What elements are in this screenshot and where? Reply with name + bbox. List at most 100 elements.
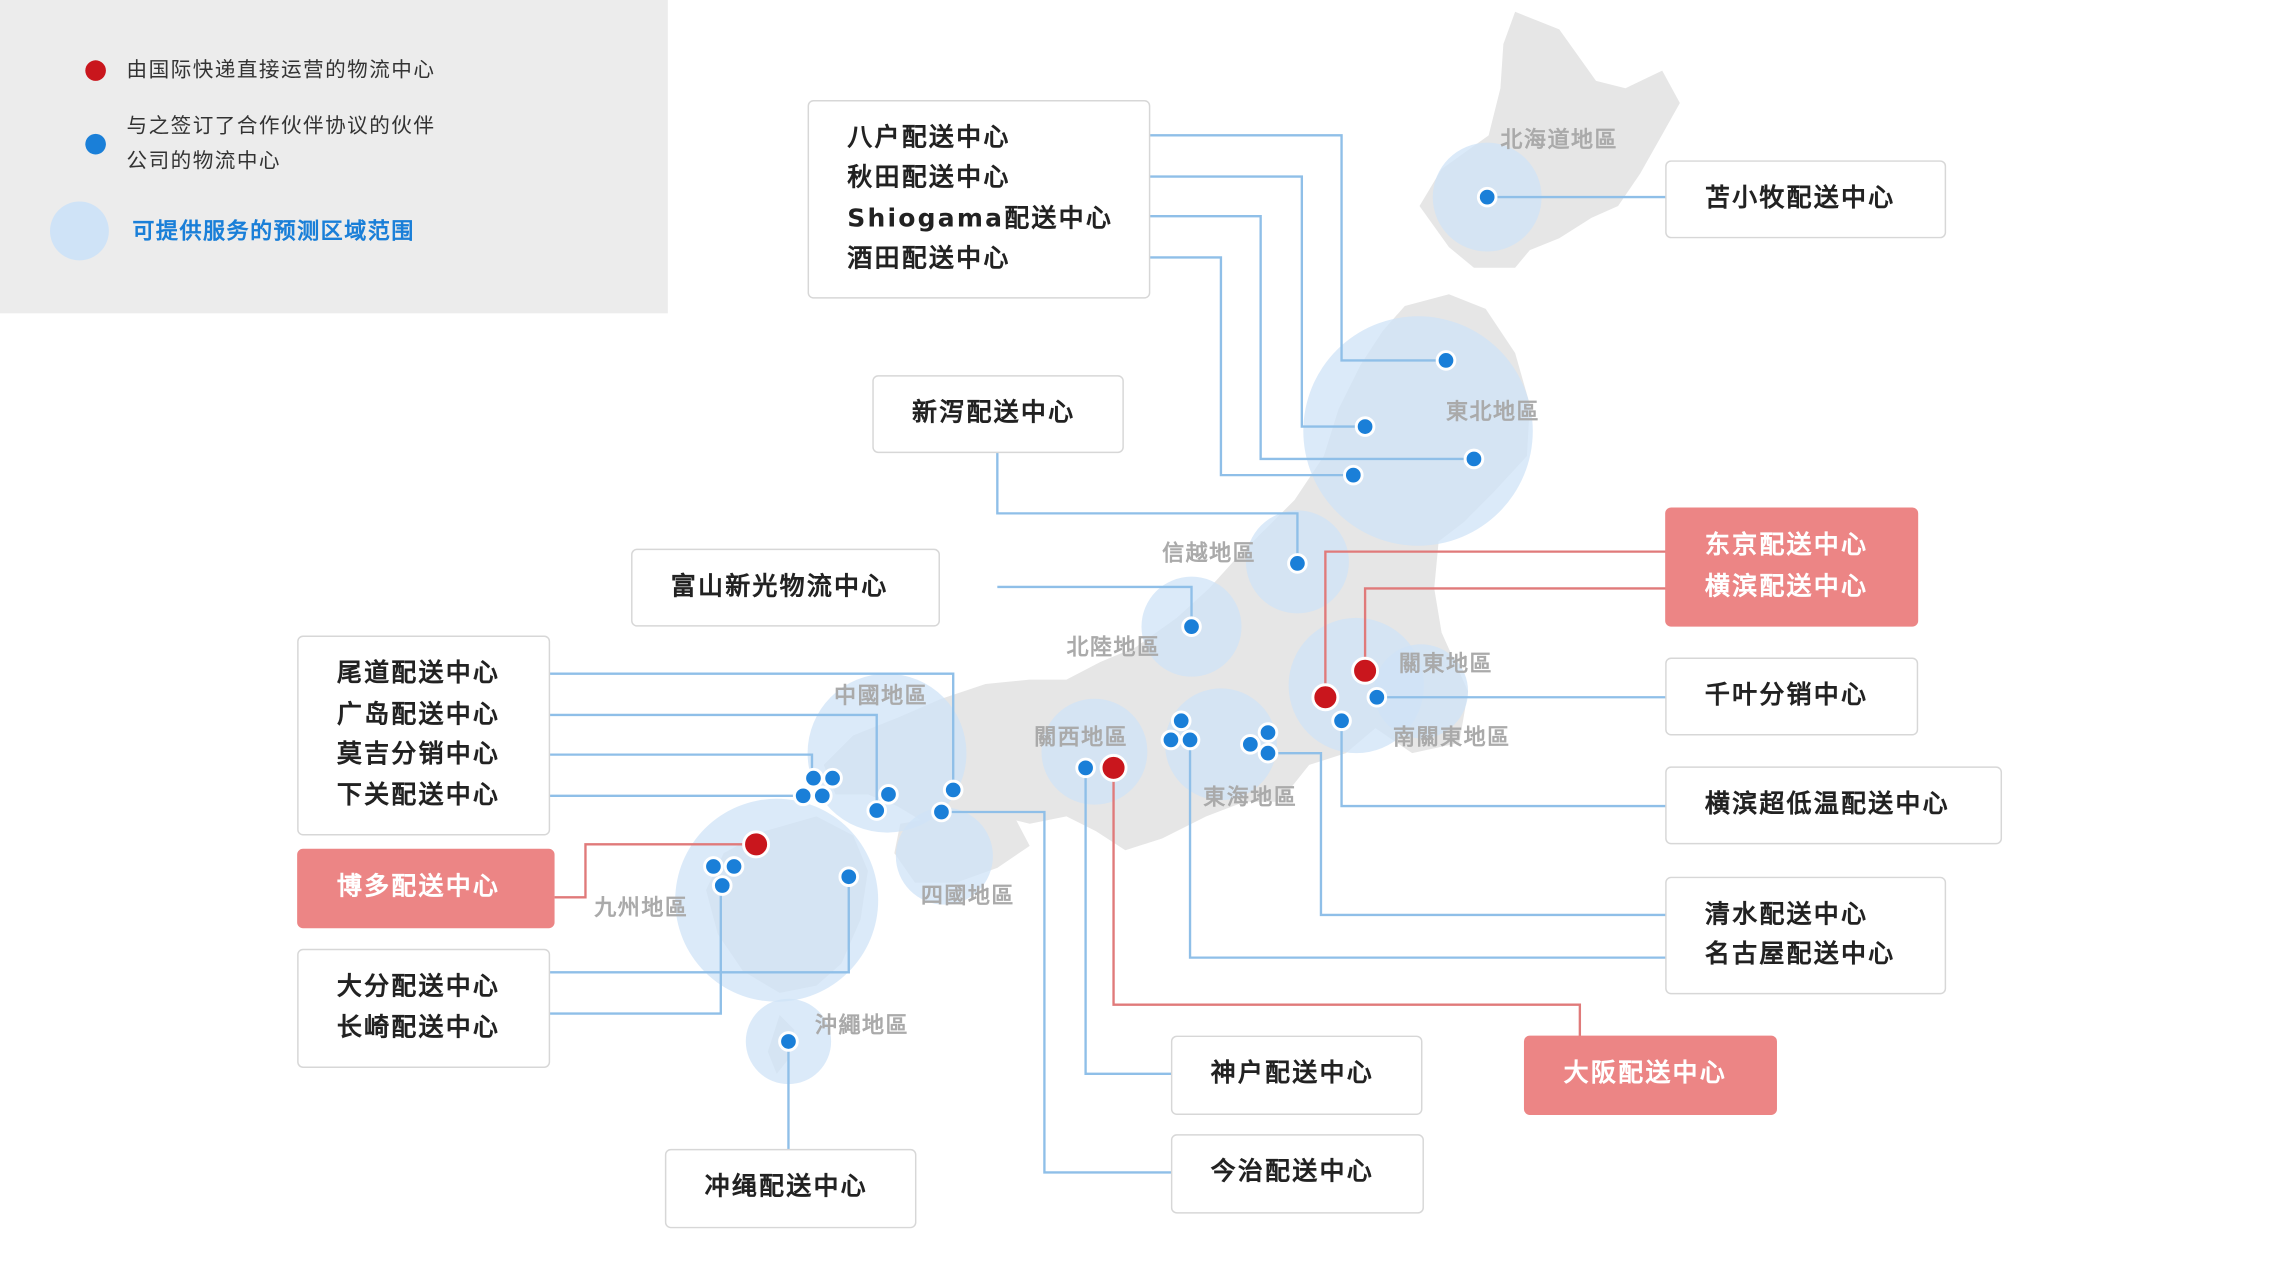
partner-dot (1435, 350, 1457, 371)
red-dot-icon (85, 60, 106, 81)
partner-dot (1075, 757, 1096, 779)
partner-dot (1463, 448, 1485, 470)
callout-tohoku-centers: 八户配送中心 秋田配送中心 Shiogama配送中心 酒田配送中心 (807, 100, 1151, 299)
region-label-okinawa: 沖繩地區 (815, 1013, 909, 1039)
center-name: 苫小牧配送中心 (1704, 183, 1896, 213)
callout-imabari: 今治配送中心 (1170, 1134, 1424, 1214)
connector-tokyo (1324, 550, 1667, 698)
partner-dot (1160, 729, 1182, 751)
partner-dot (822, 767, 843, 789)
center-name: 东京配送中心 (1704, 531, 1869, 561)
connector-lines-blue (548, 134, 1667, 1174)
callout-niigata: 新泻配送中心 (872, 375, 1124, 454)
range-circle-tokai (1165, 688, 1277, 801)
center-name: 尾道配送中心 (336, 659, 501, 689)
callout-yokohama-cold: 横滨超低温配送中心 (1665, 766, 2003, 845)
legend-direct: 由国际快递直接运营的物流中心 (85, 53, 435, 88)
region-label-kanto: 關東地區 (1399, 651, 1493, 677)
region-label-tokai: 東海地區 (1203, 785, 1297, 811)
connector-niigata (996, 451, 1299, 564)
callout-kyushu-centers: 大分配送中心 长崎配送中心 (297, 948, 551, 1068)
region-label-hokuriku: 北陸地區 (1066, 635, 1160, 661)
callout-chugoku-centers: 尾道配送中心 广岛配送中心 莫吉分销中心 下关配送中心 (297, 635, 551, 836)
connector-mogi (548, 753, 814, 779)
partner-dot (723, 856, 745, 877)
callout-shimizu-nagoya: 清水配送中心 名古屋配送中心 (1665, 876, 1947, 995)
direct-dot-tokyo (1311, 683, 1340, 712)
center-name: 富山新光物流中心 (670, 571, 889, 602)
legend-partner-label: 与之签订了合作伙伴协议的伙伴 公司的物流中心 (127, 109, 436, 180)
connector-shimizu (1268, 751, 1667, 917)
range-circle-tohoku (1303, 316, 1533, 546)
region-label-shinetsu: 信越地區 (1162, 540, 1256, 566)
partner-dot (811, 785, 833, 807)
region-label-kyushu: 九州地區 (593, 896, 688, 921)
region-label-kansai: 關西地區 (1034, 725, 1128, 750)
callout-tokyo-yokohama: 东京配送中心 横滨配送中心 (1665, 507, 1919, 627)
center-name: 清水配送中心 (1704, 899, 1869, 929)
connector-hiroshima (548, 713, 878, 811)
center-name: 大阪配送中心 (1563, 1059, 1727, 1089)
connector-lines-red (554, 550, 1667, 1039)
legend-range: 可提供服务的预测区域范围 (50, 201, 415, 261)
blue-dot-icon (85, 133, 106, 155)
partner-dot (878, 784, 899, 805)
partner-dot (1170, 710, 1192, 732)
legend-direct-label: 由国际快递直接运营的物流中心 (126, 58, 436, 83)
direct-dot-yokohama (1351, 656, 1380, 685)
center-name: 冲绳配送中心 (704, 1172, 868, 1203)
callout-chiba: 千叶分销中心 (1665, 657, 1919, 736)
region-label-tohoku: 東北地區 (1446, 399, 1540, 425)
partner-dot (1354, 416, 1376, 437)
connector-shiogama (1148, 215, 1474, 461)
range-circle-kansai (1041, 698, 1148, 805)
callout-tomakomai: 苫小牧配送中心 (1665, 160, 1947, 239)
partner-dot (1240, 734, 1261, 755)
direct-dot-hakata (742, 830, 771, 859)
region-label-minami-kanto: 南關東地區 (1393, 724, 1511, 750)
connector-toyama (997, 585, 1193, 627)
partner-dot (1287, 553, 1308, 574)
region-label-shikoku: 四國地區 (921, 884, 1015, 909)
center-name: 莫吉分销中心 (336, 739, 501, 770)
legend-partner-line1: 与之签订了合作伙伴协议的伙伴 (126, 114, 436, 139)
region-label-hokkaido: 北海道地區 (1500, 127, 1618, 153)
center-name: 下关配送中心 (336, 780, 501, 810)
center-name: 酒田配送中心 (847, 244, 1011, 274)
range-circle-chugoku (807, 673, 967, 833)
partner-dot (1181, 616, 1202, 637)
center-name: 横滨超低温配送中心 (1704, 789, 1950, 819)
connector-imabari (941, 810, 1173, 1174)
partner-dot (703, 856, 724, 877)
center-name: 名古屋配送中心 (1704, 939, 1896, 970)
callout-osaka: 大阪配送中心 (1523, 1035, 1777, 1116)
legend-partner-line2: 公司的物流中心 (126, 150, 281, 174)
center-name: 新泻配送中心 (912, 398, 1076, 428)
partner-dot (778, 1031, 799, 1052)
connector-kobe (1084, 767, 1173, 1076)
center-name: 横滨配送中心 (1704, 571, 1869, 601)
connector-yokohama (1363, 587, 1667, 671)
partner-dot (931, 801, 952, 823)
connector-akita (1148, 175, 1366, 428)
partner-dot (1179, 729, 1201, 751)
partner-dot (1257, 722, 1279, 743)
center-name: 今治配送中心 (1210, 1158, 1374, 1188)
partner-dot (803, 767, 824, 789)
partner-dot (1476, 186, 1498, 208)
center-name: 大分配送中心 (336, 972, 501, 1002)
partner-dots (703, 186, 1498, 1052)
range-circles (675, 142, 1542, 1085)
legend: 由国际快递直接运营的物流中心 与之签订了合作伙伴协议的伙伴 公司的物流中心 可提… (0, 0, 668, 314)
region-label-chugoku: 中國地區 (834, 684, 928, 709)
callout-kobe: 神户配送中心 (1170, 1035, 1423, 1116)
connector-yokohama-cold (1340, 720, 1667, 808)
range-circle-icon (50, 201, 109, 261)
connector-nagasaki (548, 885, 722, 1015)
legend-partner: 与之签订了合作伙伴协议的伙伴 公司的物流中心 (85, 109, 435, 180)
connector-osaka (1112, 767, 1582, 1039)
region-labels: 北海道地區 東北地區 信越地區 北陸地區 關東地區 南關東地區 中國地區 關西地… (593, 127, 1618, 1039)
connector-nagoya (1188, 739, 1667, 959)
